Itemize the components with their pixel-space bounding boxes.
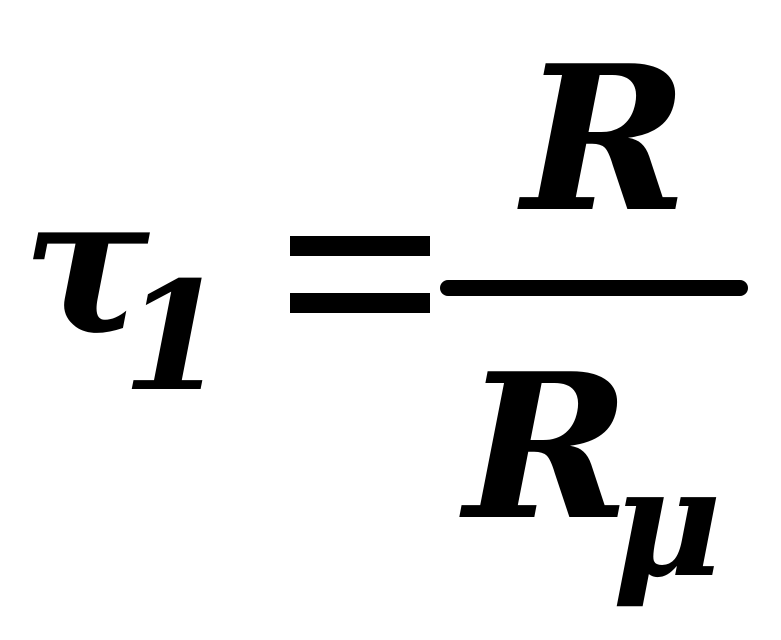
equals-bar-bottom <box>290 293 430 313</box>
lhs-subscript: 1 <box>122 249 227 425</box>
denominator-subscript: μ <box>612 435 722 611</box>
fraction-bar <box>440 280 748 296</box>
numerator: R <box>522 22 689 257</box>
lhs-symbol: τ <box>22 153 150 376</box>
denominator-symbol: R <box>464 330 631 565</box>
equals-bar-top <box>290 236 430 256</box>
equals-sign <box>290 236 430 314</box>
